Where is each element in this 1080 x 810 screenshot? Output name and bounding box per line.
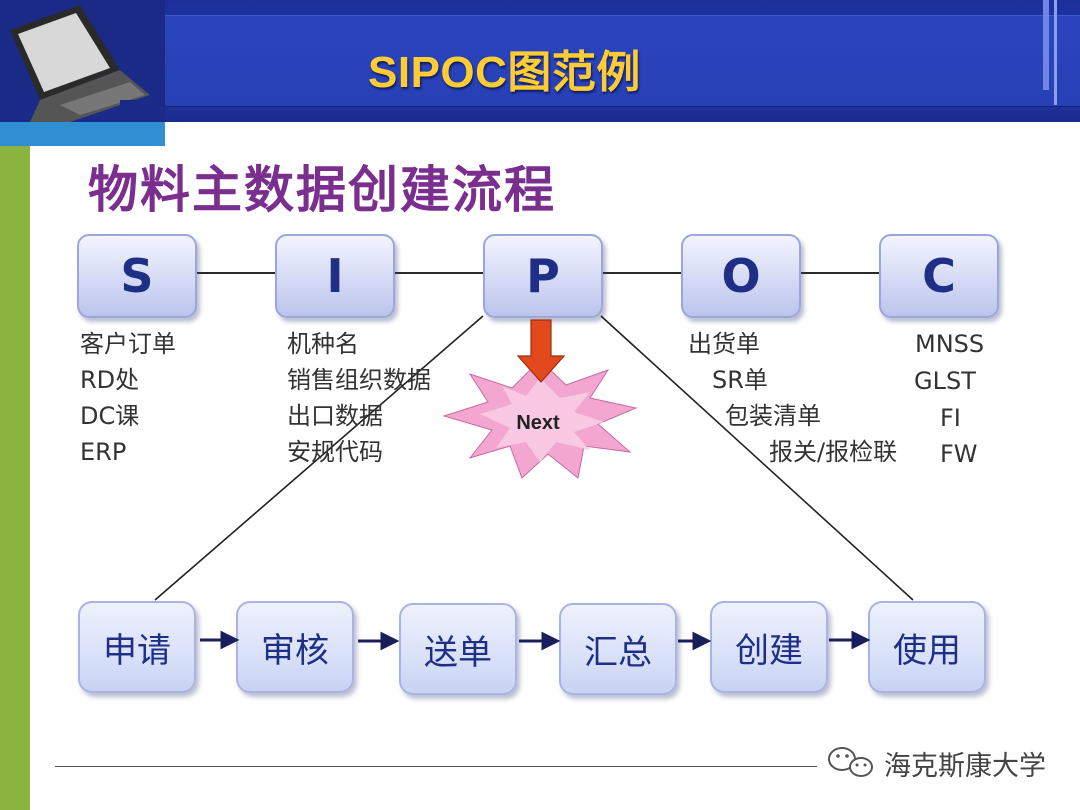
process-step-apply: 申请 [78, 601, 196, 693]
process-step-summarize: 汇总 [559, 603, 677, 695]
process-step-submit: 送单 [399, 603, 517, 695]
supplier-item: 客户订单 [80, 330, 176, 358]
arrow-right-icon [380, 631, 400, 651]
header-under-stripe [0, 122, 165, 146]
down-arrow-icon [516, 319, 566, 383]
arrow-right-icon [851, 630, 871, 650]
sipoc-box-c: C [879, 234, 999, 318]
sipoc-box-o: O [681, 234, 801, 318]
input-item: 机种名 [287, 330, 359, 358]
sipoc-box-p: P [483, 234, 603, 318]
suppliers-list: 客户订单 RD处 DC课 ERP [80, 326, 176, 470]
input-item: 销售组织数据 [287, 366, 431, 394]
customer-item: FI [940, 404, 961, 432]
diagram-subtitle: 物料主数据创建流程 [88, 161, 556, 219]
next-label: Next [516, 412, 560, 434]
slide-header [0, 0, 1080, 122]
supplier-item: RD处 [80, 366, 140, 394]
expand-line-right [600, 315, 914, 601]
slide-title: SIPOC图范例 [368, 48, 641, 97]
output-item: 包装清单 [725, 402, 821, 430]
sipoc-box-i: I [275, 234, 395, 318]
output-item: SR单 [712, 366, 768, 394]
header-band [165, 15, 1080, 107]
watermark-text: 海克斯康大学 [884, 751, 1046, 782]
arrow-right-icon [692, 631, 712, 651]
connector-o-c [799, 272, 879, 274]
process-step-create: 创建 [710, 601, 828, 693]
output-item: 出货单 [688, 330, 760, 358]
process-step-review: 审核 [236, 601, 354, 693]
bottom-rule [55, 766, 817, 767]
connector-i-p [393, 272, 483, 274]
supplier-item: ERP [80, 438, 127, 466]
customer-item: FW [940, 440, 978, 468]
arrow-right-icon [220, 630, 240, 650]
sipoc-box-s: S [77, 234, 197, 318]
process-step-use: 使用 [868, 601, 986, 693]
left-green-bar [0, 146, 30, 810]
arrow-right-icon [541, 631, 561, 651]
inputs-list: 机种名 销售组织数据 出口数据 安规代码 [287, 326, 431, 470]
connector-p-o [601, 272, 681, 274]
input-item: 出口数据 [287, 402, 383, 430]
input-item: 安规代码 [287, 438, 383, 466]
supplier-item: DC课 [80, 402, 140, 430]
connector-s-i [195, 272, 275, 274]
output-item: 报关/报检联 [769, 438, 898, 466]
header-accent-line [1054, 0, 1057, 105]
expand-line-left [154, 315, 484, 601]
monitor-icon [0, 0, 165, 122]
customer-item: GLST [914, 367, 976, 395]
header-accent [1043, 0, 1049, 90]
customer-item: MNSS [915, 330, 985, 358]
